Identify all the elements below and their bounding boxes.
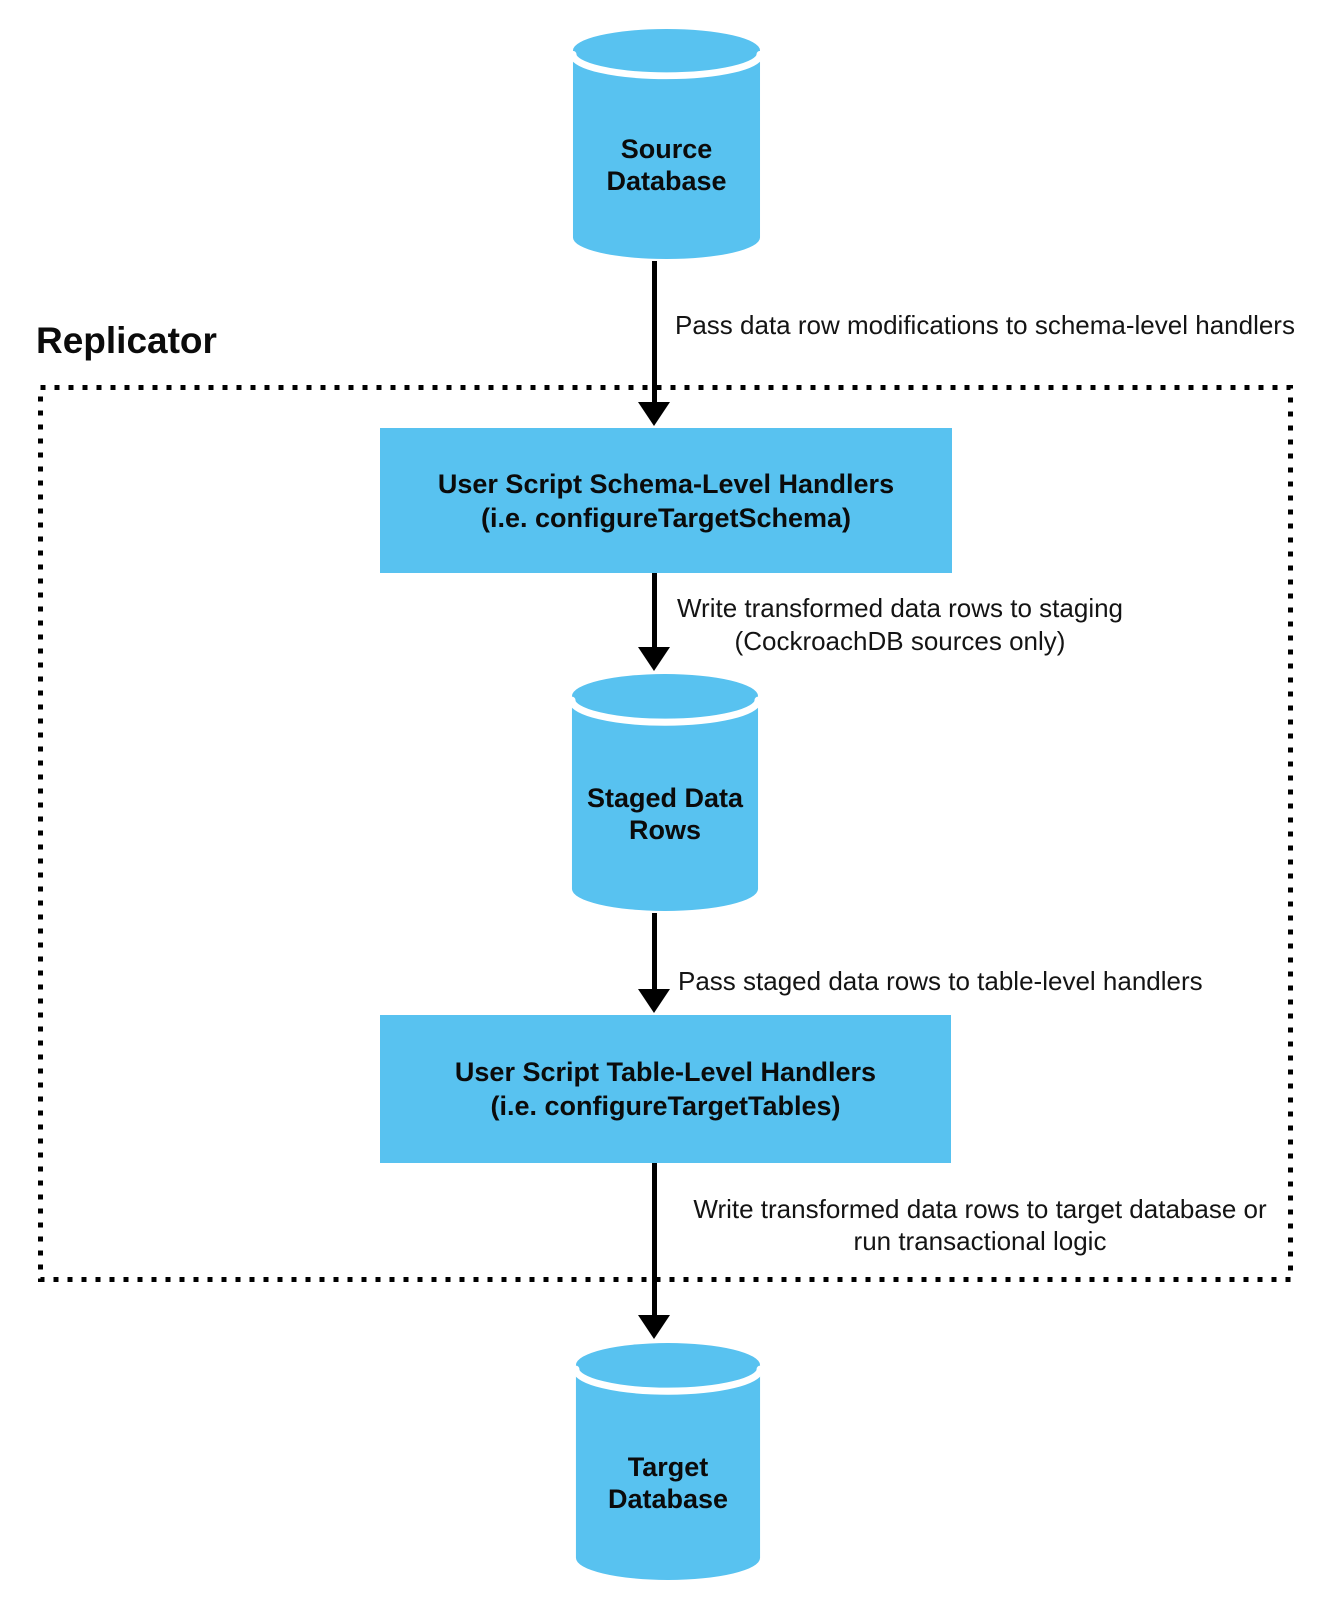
edge-label-staging-to-table: Pass staged data rows to table-level han… xyxy=(678,966,1203,996)
node-source-database: Source Database xyxy=(570,27,763,261)
arrow-source-to-schema xyxy=(638,261,670,426)
node-staged-data-rows: Staged Data Rows xyxy=(569,672,761,913)
database-cylinder-icon xyxy=(569,674,761,911)
node-table-level-handlers: User Script Table-Level Handlers (i.e. c… xyxy=(380,1015,951,1163)
staged-data-rows-label: Staged Data Rows xyxy=(586,783,744,846)
edge-label-schema-to-staging: Write transformed data rows to staging (… xyxy=(676,593,1124,656)
database-cylinder-icon xyxy=(573,1343,763,1580)
replicator-group-border xyxy=(38,385,1293,1282)
arrowhead-down-icon xyxy=(638,647,670,671)
arrow-staging-to-table xyxy=(638,913,670,1013)
arrowhead-down-icon xyxy=(638,989,670,1013)
replicator-group-title: Replicator xyxy=(36,320,217,361)
edge-label-table-to-target: Write transformed data rows to target da… xyxy=(693,1194,1267,1256)
target-database-label: Target Database xyxy=(607,1452,729,1515)
node-schema-level-handlers: User Script Schema-Level Handlers (i.e. … xyxy=(380,428,952,573)
database-cylinder-icon xyxy=(570,28,763,260)
node-target-database: Target Database xyxy=(573,1341,763,1582)
arrow-table-to-target xyxy=(638,1163,670,1339)
arrow-schema-to-staging xyxy=(638,573,670,671)
arrowhead-down-icon xyxy=(638,402,670,426)
source-database-label: Source Database xyxy=(606,134,727,197)
arrowhead-down-icon xyxy=(638,1315,670,1339)
edge-label-source-to-schema: Pass data row modifications to schema-le… xyxy=(675,310,1295,340)
